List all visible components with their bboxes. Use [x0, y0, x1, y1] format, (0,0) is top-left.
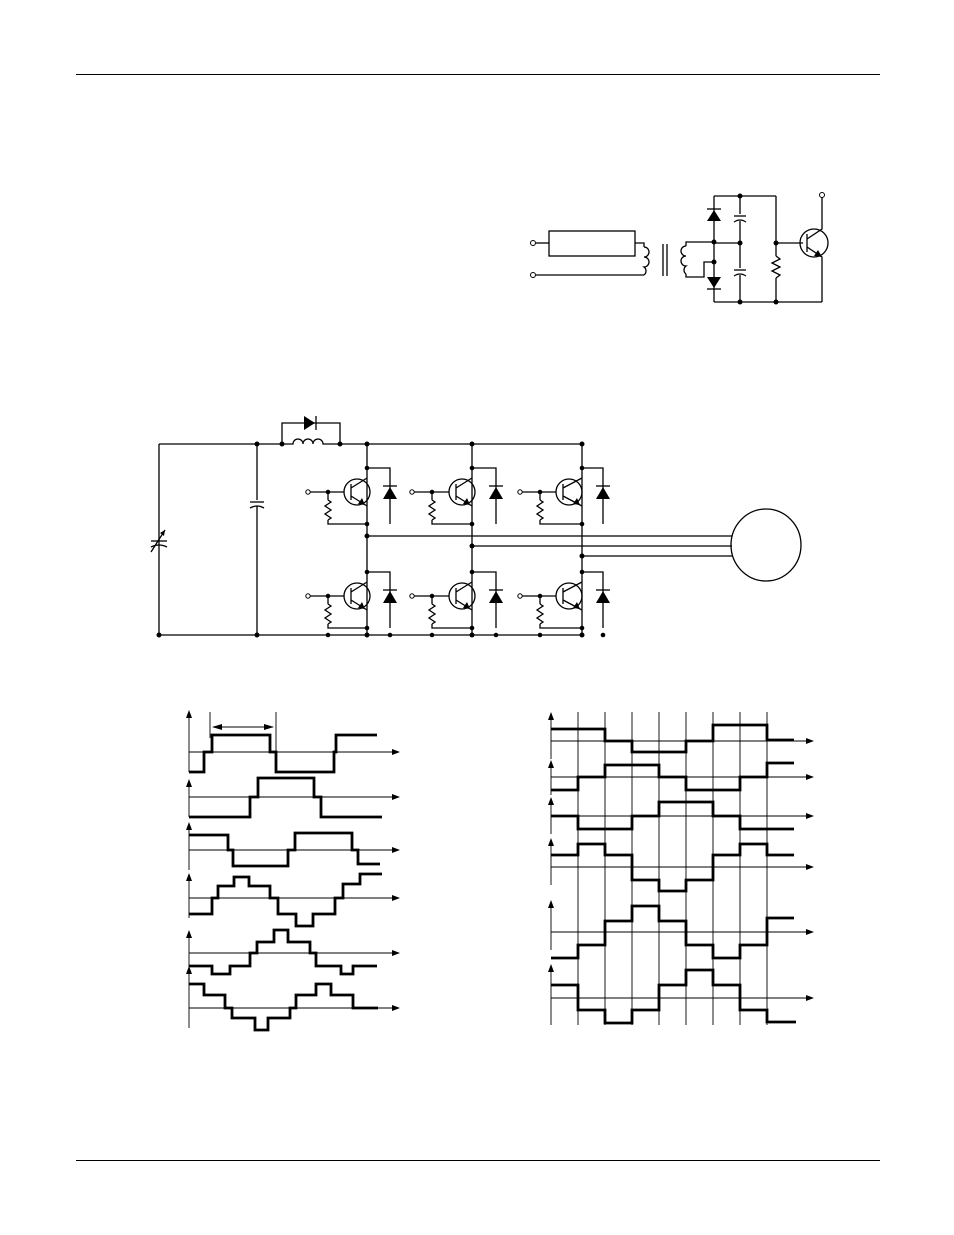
right-waveform-1 — [551, 725, 794, 752]
right-waveform-2 — [551, 763, 794, 790]
right-waveform-3 — [551, 802, 794, 829]
right-waveform-4 — [551, 844, 794, 891]
footer-rule — [76, 1160, 880, 1161]
right-axis-6 — [548, 964, 814, 1025]
pwm-step-waveforms — [0, 0, 954, 1040]
right-waveform-6 — [551, 970, 796, 1023]
right-axis-5 — [548, 900, 814, 950]
